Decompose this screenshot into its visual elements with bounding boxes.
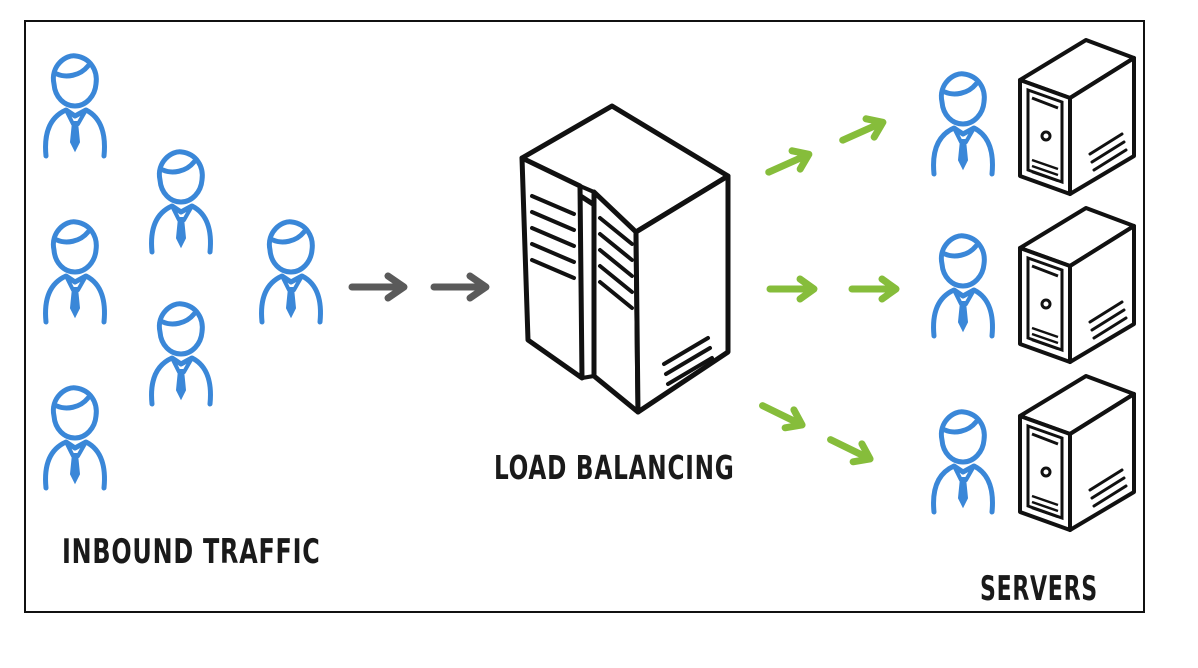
- arrow-right-icon: [765, 145, 813, 181]
- user-icon: [46, 388, 105, 488]
- servers-label: SERVERS: [980, 569, 1098, 609]
- server-tower-icon: [1018, 38, 1136, 196]
- load-balancing-label: LOAD BALANCING: [494, 448, 735, 487]
- arrow-right-icon: [758, 397, 806, 434]
- server-tower-icon: [1018, 374, 1136, 532]
- arrow-right-icon: [352, 276, 404, 298]
- arrow-right-icon: [770, 279, 814, 299]
- inbound-traffic-label: INBOUND TRAFFIC: [62, 532, 321, 572]
- user-icon: [934, 236, 993, 336]
- arrow-right-icon: [434, 276, 486, 298]
- arrow-right-icon: [826, 431, 874, 468]
- arrow-right-icon: [839, 113, 887, 149]
- user-icon: [934, 74, 993, 174]
- arrow-right-icon: [852, 279, 896, 299]
- user-icon: [46, 222, 105, 322]
- user-icon: [46, 56, 105, 156]
- user-icon: [152, 152, 211, 252]
- user-icon: [152, 304, 211, 404]
- diagram-frame: [24, 20, 1145, 613]
- user-icon: [262, 222, 321, 322]
- load-balancer-server-icon: [519, 103, 731, 415]
- user-icon: [934, 412, 993, 512]
- server-tower-icon: [1018, 206, 1136, 364]
